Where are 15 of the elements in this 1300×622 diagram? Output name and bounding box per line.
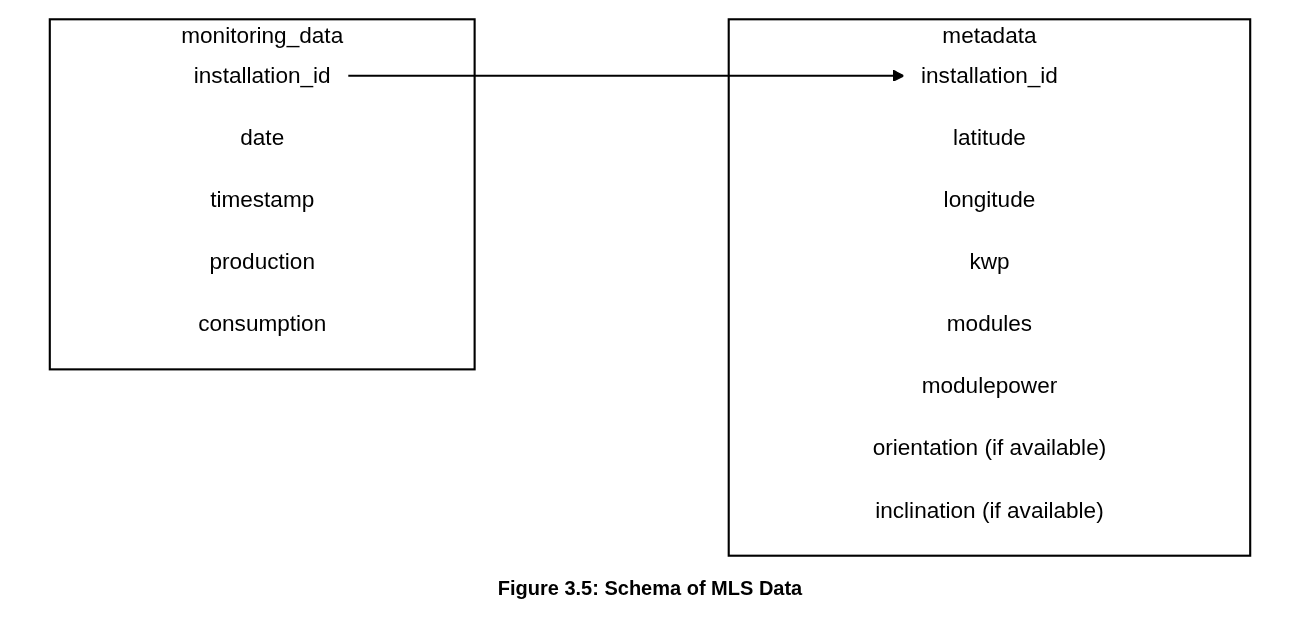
node-text: production	[209, 249, 315, 274]
node-text: installation_id	[193, 63, 331, 88]
node-text: date	[240, 125, 285, 150]
node-text: consumption	[198, 311, 327, 336]
node-text: timestamp	[210, 187, 315, 212]
node-text: kwp	[969, 249, 1010, 274]
node-text: orientation (if available)	[872, 435, 1107, 460]
figure-caption: Figure 3.5: Schema of MLS Data	[497, 576, 803, 601]
node-text: installation_id	[921, 63, 1058, 88]
node-text: modulepower	[921, 373, 1058, 398]
arrow	[347, 69, 905, 82]
node-text: modules	[946, 311, 1033, 336]
node-text: inclination (if available)	[875, 497, 1104, 522]
node-text: latitude	[953, 125, 1026, 150]
node-text: longitude	[943, 187, 1036, 212]
